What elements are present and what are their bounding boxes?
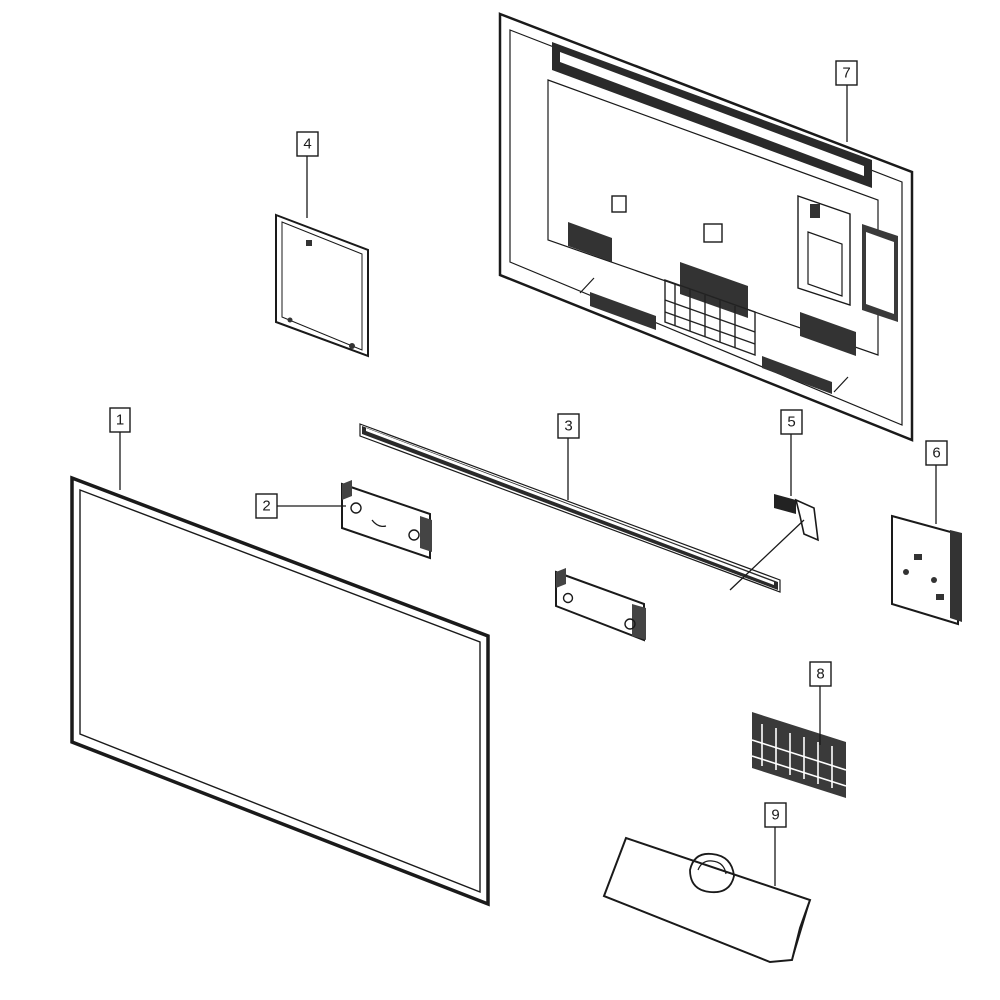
callout-5: 5 xyxy=(780,409,803,435)
part-terminal-bracket xyxy=(751,712,847,798)
part-stand xyxy=(602,836,812,964)
svg-text:7: 7 xyxy=(842,65,850,82)
part-light-bar xyxy=(359,423,781,593)
callout-7: 7 xyxy=(835,60,858,86)
callout-4: 4 xyxy=(296,131,319,157)
svg-text:6: 6 xyxy=(932,445,940,462)
part-bracket-left xyxy=(341,480,432,560)
part-board-small xyxy=(275,213,369,358)
part-front-panel xyxy=(70,475,490,907)
svg-text:1: 1 xyxy=(116,412,124,429)
svg-text:4: 4 xyxy=(303,136,311,153)
part-rear-cover xyxy=(498,12,914,442)
part-board-main xyxy=(891,514,962,626)
svg-text:8: 8 xyxy=(816,666,824,683)
callout-8: 8 xyxy=(809,661,832,687)
svg-text:3: 3 xyxy=(564,418,572,435)
callout-1: 1 xyxy=(109,407,131,433)
callout-3: 3 xyxy=(557,413,580,439)
svg-text:5: 5 xyxy=(787,414,795,431)
callout-2: 2 xyxy=(255,493,278,519)
svg-text:2: 2 xyxy=(262,498,270,515)
callout-9: 9 xyxy=(764,802,787,828)
part-sensor xyxy=(729,494,819,591)
svg-text:9: 9 xyxy=(771,807,779,824)
part-bracket-center xyxy=(555,568,646,642)
callout-6: 6 xyxy=(925,440,948,466)
